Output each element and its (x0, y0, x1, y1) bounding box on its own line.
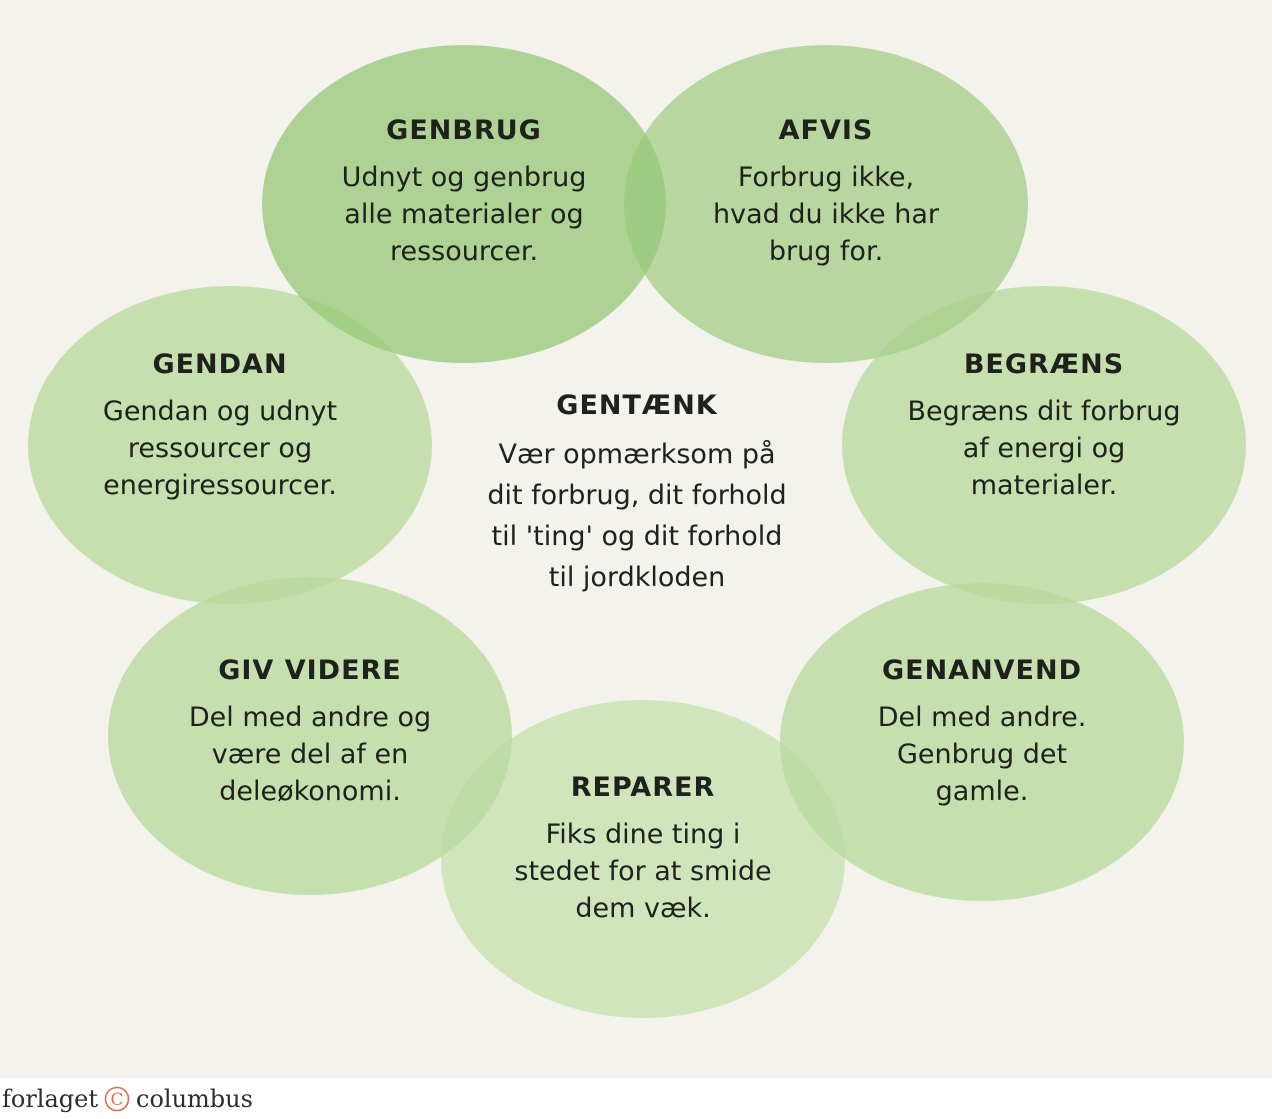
center-title: GENTÆNK (556, 390, 718, 421)
node-giv-videre: GIV VIDERE Del med andre og være del af … (118, 655, 502, 810)
node-afvis: AFVIS Forbrug ikke, hvad du ikke har bru… (634, 115, 1018, 270)
node-genanvend: GENANVEND Del med andre. Genbrug det gam… (790, 655, 1174, 810)
node-title: REPARER (570, 772, 716, 803)
node-text: Forbrug ikke, hvad du ikke har brug for. (713, 162, 939, 267)
node-begraens: BEGRÆNS Begræns dit forbrug af energi og… (852, 349, 1236, 504)
diagram-canvas: GENBRUG Udnyt og genbrug alle materialer… (0, 0, 1272, 1078)
afvis-ellipse (624, 45, 1028, 363)
node-genbrug: GENBRUG Udnyt og genbrug alle materialer… (272, 115, 656, 270)
node-text: Del med andre. Genbrug det gamle. (877, 702, 1087, 807)
node-text: Begræns dit forbrug af energi og materia… (907, 396, 1181, 501)
svg-text:C: C (110, 1090, 123, 1110)
node-text: Del med andre og være del af en deleøkon… (188, 702, 432, 807)
footer: forlaget C columbus (0, 1078, 1272, 1119)
genanvend-ellipse (780, 583, 1184, 901)
node-text: Udnyt og genbrug alle materialer og ress… (341, 162, 587, 267)
publisher-logo: forlaget C columbus (2, 1084, 253, 1114)
publisher-name-left: forlaget (2, 1085, 98, 1113)
publisher-name-right: columbus (136, 1085, 253, 1113)
copyright-logo-icon: C (104, 1086, 130, 1112)
node-gentaenk-center: GENTÆNK Vær opmærksom på dit forbrug, di… (437, 390, 837, 598)
node-title: BEGRÆNS (963, 349, 1125, 380)
center-text: Vær opmærksom på dit forbrug, dit forhol… (487, 439, 787, 593)
node-title: GENBRUG (386, 115, 542, 146)
node-text: Fiks dine ting i stedet for at smide dem… (514, 819, 772, 924)
node-title: GENANVEND (881, 655, 1083, 686)
node-title: GENDAN (152, 349, 288, 380)
node-reparer: REPARER Fiks dine ting i stedet for at s… (451, 772, 835, 927)
node-title: AFVIS (778, 115, 874, 146)
node-gendan: GENDAN Gendan og udnyt ressourcer og ene… (28, 349, 412, 504)
genbrug-ellipse (262, 45, 666, 363)
node-title: GIV VIDERE (218, 655, 402, 686)
giv-videre-ellipse (108, 577, 512, 895)
node-text: Gendan og udnyt ressourcer og energiress… (102, 396, 338, 501)
